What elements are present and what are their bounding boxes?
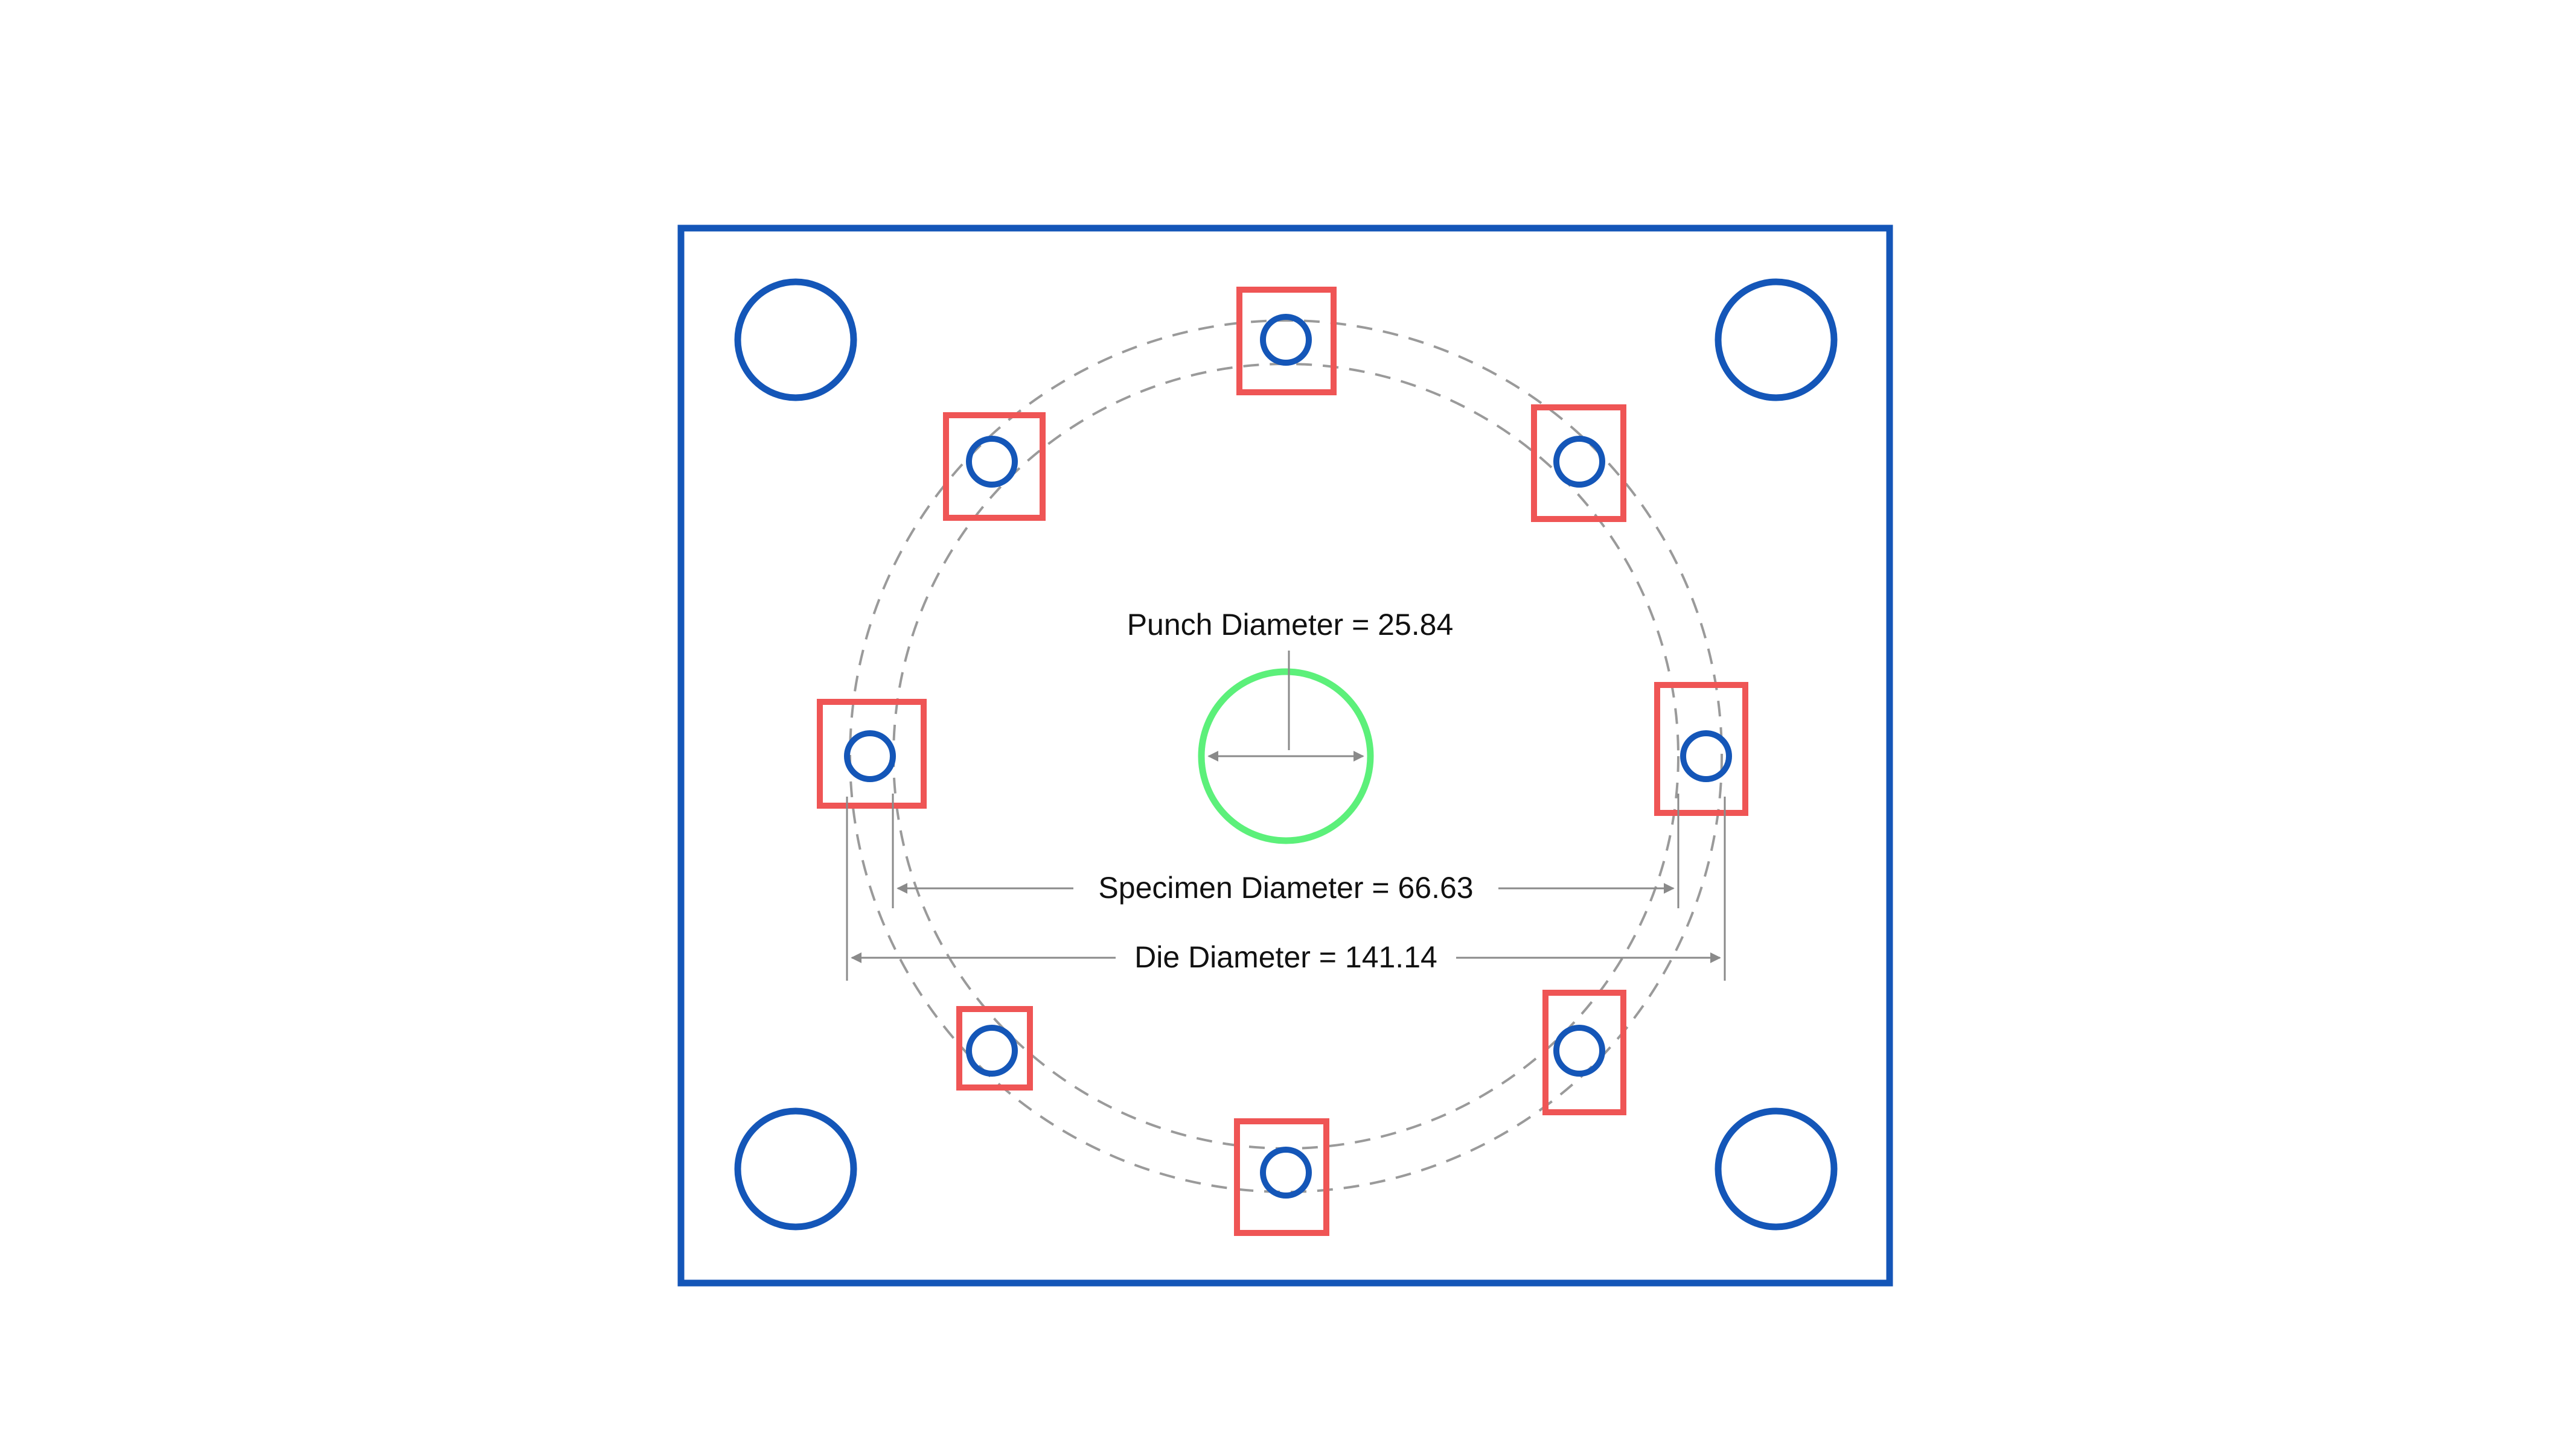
- bolt-hole-bottom-left: [734, 1107, 857, 1231]
- clamp-block-left: [817, 699, 927, 809]
- clamp-block-bottom: [1234, 1118, 1329, 1236]
- punch-circle: [1198, 668, 1374, 844]
- bolt-hole-top-left: [734, 278, 857, 401]
- specimen-diameter-label: Specimen Diameter = 66.63: [1098, 871, 1473, 905]
- clamp-block-top-left: [943, 412, 1046, 521]
- pin-right: [1680, 730, 1732, 782]
- pin-top-left: [966, 436, 1018, 488]
- die-diameter-label: Die Diameter = 141.14: [1134, 940, 1437, 974]
- bolt-hole-bottom-right: [1715, 1107, 1838, 1231]
- clamp-block-top: [1236, 287, 1337, 395]
- pin-left: [844, 730, 896, 782]
- pin-top-right: [1553, 436, 1605, 488]
- die-plate-outline: [677, 225, 1893, 1287]
- pin-bottom: [1260, 1147, 1312, 1199]
- punch-diameter-label: Punch Diameter = 25.84: [1127, 608, 1454, 642]
- clamp-block-bottom-left: [956, 1006, 1033, 1091]
- bolt-hole-top-right: [1715, 278, 1838, 401]
- clamp-block-bottom-right: [1542, 990, 1626, 1115]
- clamp-block-top-right: [1531, 404, 1626, 522]
- pin-bottom-left: [966, 1025, 1018, 1077]
- pin-bottom-right: [1553, 1025, 1605, 1077]
- clamp-block-right: [1654, 682, 1748, 816]
- pin-top: [1260, 314, 1312, 366]
